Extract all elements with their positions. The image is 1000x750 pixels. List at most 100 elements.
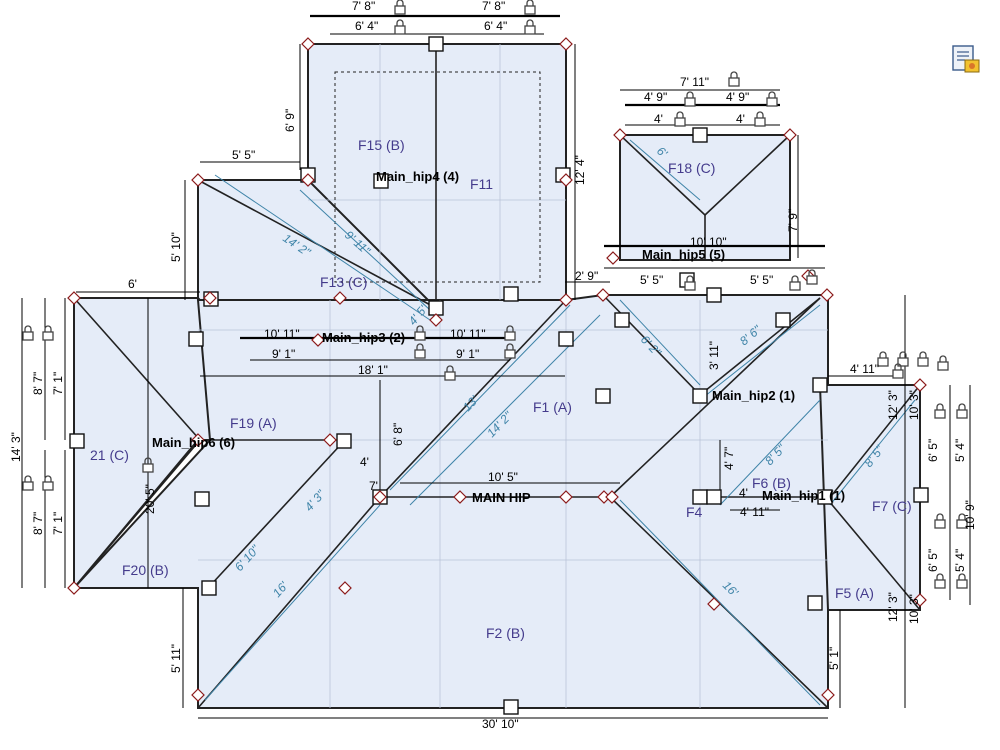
lock-icon[interactable] [394, 0, 406, 15]
handle-square[interactable] [558, 331, 574, 347]
face-label: F11 [470, 176, 493, 192]
lock-icon[interactable] [956, 573, 968, 589]
vertex-handles [67, 37, 927, 702]
lock-icon[interactable] [897, 351, 909, 367]
handle-square[interactable] [807, 595, 823, 611]
handle-square[interactable] [692, 489, 708, 505]
lock-icon[interactable] [444, 365, 456, 381]
handle-square[interactable] [188, 331, 204, 347]
lock-icon[interactable] [684, 275, 696, 291]
lock-icon[interactable] [142, 457, 154, 473]
lock-icon[interactable] [956, 403, 968, 419]
vertex-handle[interactable] [203, 291, 217, 305]
lock-icon[interactable] [22, 325, 34, 341]
lock-icon[interactable] [934, 403, 946, 419]
lock-icon[interactable] [504, 343, 516, 359]
lock-icon[interactable] [917, 351, 929, 367]
handle-square[interactable] [812, 377, 828, 393]
handle-square[interactable] [817, 489, 833, 505]
dim-label: 10' 3" [907, 390, 921, 420]
lock-icon[interactable] [524, 19, 536, 35]
vertex-handle[interactable] [453, 490, 467, 504]
vertex-handle[interactable] [913, 593, 927, 607]
lock-icon[interactable] [789, 275, 801, 291]
vertex-handle[interactable] [821, 688, 835, 702]
lock-icon[interactable] [524, 0, 536, 15]
report-icon[interactable] [952, 45, 980, 73]
lock-icon[interactable] [728, 71, 740, 87]
lock-icon[interactable] [877, 351, 889, 367]
handle-square[interactable] [201, 580, 217, 596]
vertex-handle[interactable] [605, 490, 619, 504]
lock-icon[interactable] [22, 475, 34, 491]
vertex-handle[interactable] [613, 128, 627, 142]
lock-icon[interactable] [937, 355, 949, 371]
lock-icon[interactable] [42, 475, 54, 491]
lock-icon[interactable] [766, 91, 778, 107]
lock-icon[interactable] [956, 513, 968, 529]
vertex-handle[interactable] [820, 288, 834, 302]
handle-square[interactable] [503, 699, 519, 715]
vertex-handle[interactable] [559, 490, 573, 504]
vertex-handle[interactable] [596, 288, 610, 302]
handle-square[interactable] [614, 312, 630, 328]
vertex-handle[interactable] [373, 490, 387, 504]
vertex-handle[interactable] [559, 37, 573, 51]
face-label: F15 (B) [358, 137, 405, 153]
handle-square[interactable] [692, 127, 708, 143]
handle-square[interactable] [913, 487, 929, 503]
dim-label: 5' 10" [169, 232, 183, 262]
handle-square[interactable] [373, 173, 389, 189]
lock-icon[interactable] [754, 111, 766, 127]
vertex-handle[interactable] [338, 581, 352, 595]
vertex-handle[interactable] [559, 293, 573, 307]
face-label: 21 (C) [90, 447, 129, 463]
vertex-handle[interactable] [429, 313, 443, 327]
lock-icon[interactable] [934, 573, 946, 589]
vertex-handle[interactable] [707, 597, 721, 611]
dim-label: 5' 5" [750, 273, 773, 287]
vertex-handle[interactable] [783, 128, 797, 142]
face-f18[interactable] [619, 134, 791, 261]
vertex-handle[interactable] [311, 333, 325, 347]
dim-label: 10' 9" [963, 500, 977, 530]
lock-icon[interactable] [674, 111, 686, 127]
lock-icon[interactable] [42, 325, 54, 341]
handle-square[interactable] [503, 286, 519, 302]
vertex-handle[interactable] [913, 378, 927, 392]
handle-square[interactable] [194, 491, 210, 507]
handle-square[interactable] [706, 287, 722, 303]
lock-icon[interactable] [504, 325, 516, 341]
vertex-handle[interactable] [606, 251, 620, 265]
dim-label: 10' 5" [488, 470, 518, 484]
vertex-handle[interactable] [559, 173, 573, 187]
handle-square[interactable] [336, 433, 352, 449]
handle-square[interactable] [706, 489, 722, 505]
lock-icon[interactable] [414, 325, 426, 341]
vertex-handle[interactable] [333, 291, 347, 305]
vertex-handle[interactable] [191, 688, 205, 702]
dim-label: 5' 4" [953, 439, 967, 462]
handle-square[interactable] [692, 388, 708, 404]
vertex-handle[interactable] [323, 433, 337, 447]
vertex-handle[interactable] [301, 173, 315, 187]
lock-icon[interactable] [684, 91, 696, 107]
vertex-handle[interactable] [67, 581, 81, 595]
dim-label: 10' 3" [907, 594, 921, 624]
vertex-handle[interactable] [191, 173, 205, 187]
dimension-labels: 7' 8" 7' 8" 6' 4" 6' 4" 6' 9" 5' 5" 12' … [9, 0, 977, 731]
handle-square[interactable] [69, 433, 85, 449]
lock-icon[interactable] [892, 363, 904, 379]
vertex-handle[interactable] [67, 291, 81, 305]
lock-icon[interactable] [414, 343, 426, 359]
dim-label: 5' 4" [953, 549, 967, 572]
handle-square[interactable] [595, 388, 611, 404]
lock-icon[interactable] [806, 269, 818, 285]
lock-icon[interactable] [394, 19, 406, 35]
handle-square[interactable] [428, 300, 444, 316]
vertex-handle[interactable] [301, 37, 315, 51]
vertex-handle[interactable] [191, 433, 205, 447]
handle-square[interactable] [428, 36, 444, 52]
lock-icon[interactable] [934, 513, 946, 529]
handle-square[interactable] [775, 312, 791, 328]
